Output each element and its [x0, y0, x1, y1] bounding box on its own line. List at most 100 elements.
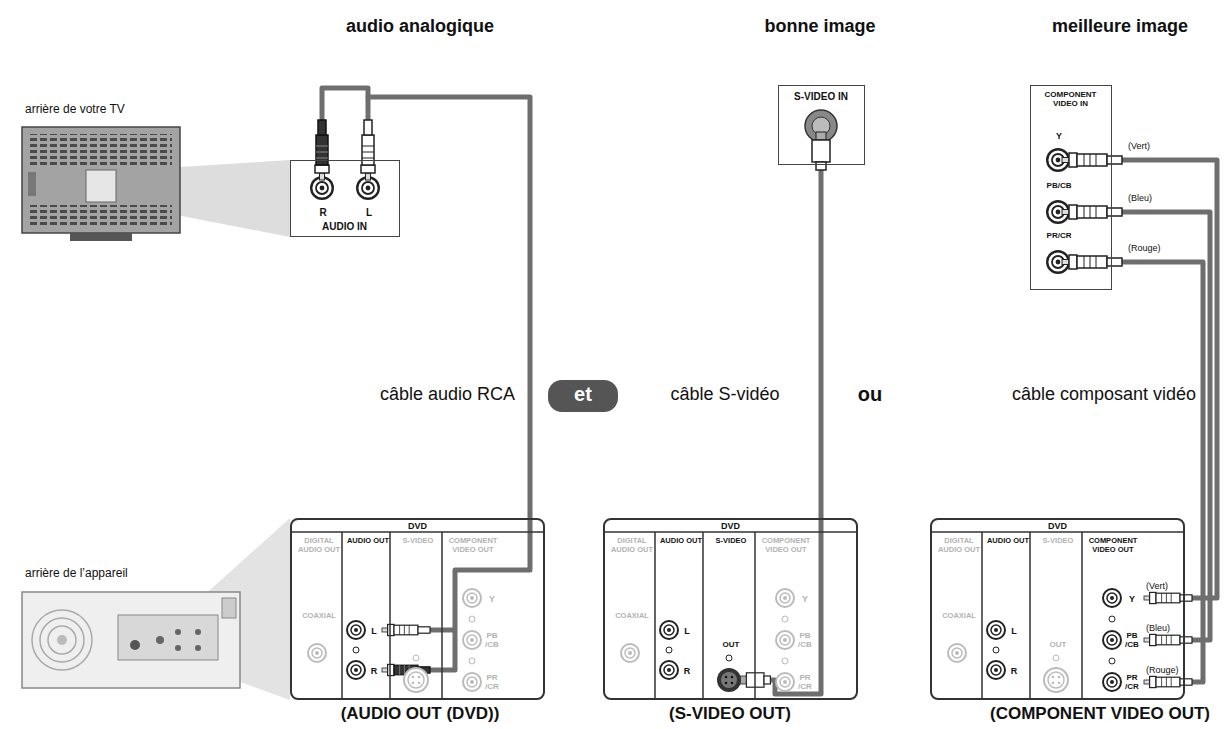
device-back-illustration	[175, 645, 181, 651]
port-label: AUDIO OUT	[657, 537, 705, 546]
port-label: AUDIO OUT	[344, 537, 392, 546]
dvd-panel-2-parts	[603, 532, 858, 700]
component-plugs	[1062, 153, 1192, 688]
conjunction-word: ou	[845, 382, 895, 406]
dvd-output-panel: DVDDIGITAL AUDIO OUTAUDIO OUTS-VIDEOCOMP…	[290, 518, 545, 700]
wire-colour: (Vert)	[1128, 141, 1178, 152]
av-cable	[819, 165, 824, 518]
dvd-panel-1-parts	[469, 616, 475, 622]
output-name: (AUDIO OUT (DVD))	[290, 704, 550, 724]
port-label: R	[313, 207, 333, 219]
port-label: OUT	[1036, 640, 1080, 649]
port-label: COMPONENT VIDEO OUT	[444, 537, 502, 554]
port-label: COAXIAL	[934, 612, 984, 621]
rca-plugs	[315, 120, 329, 180]
caption-note: arrière de l’appareil	[25, 566, 225, 580]
rca-cable-wire	[322, 88, 368, 120]
port-label: DVD	[605, 521, 856, 531]
wire-colour: (Bleu)	[1128, 193, 1178, 204]
port-label: DIGITAL AUDIO OUT	[294, 537, 344, 554]
port-label: OUT	[709, 640, 753, 649]
section-heading: audio analogique	[270, 16, 570, 38]
port-label: Y	[1049, 131, 1069, 141]
port-label: L	[681, 626, 693, 636]
dvd-panel-1-parts	[353, 647, 359, 653]
dvd-panel-1-parts	[463, 631, 481, 649]
component-plugs	[1062, 205, 1122, 219]
wire-colour: (Bleu)	[1146, 623, 1196, 634]
device-back-illustration	[222, 598, 236, 618]
dvd-panel-1-parts	[290, 532, 545, 700]
tv-back-illustration	[22, 127, 180, 233]
cable-name: câble S-vidéo	[640, 384, 810, 406]
component-in-panel: COMPONENT VIDEO IN Y PB/CB PR/CR	[1030, 85, 1112, 290]
device-back-illustration	[195, 645, 201, 651]
connector-word-badge: et	[548, 380, 618, 412]
port-label: L	[1008, 626, 1020, 636]
wire-colour: (Rouge)	[1128, 243, 1178, 254]
port-label: PR/CR	[1039, 231, 1079, 240]
dvd-panel-3-parts	[993, 647, 999, 653]
dvd-panel-2-parts	[621, 644, 639, 662]
caption-note: arrière de votre TV	[25, 102, 225, 116]
rca-plugs	[382, 624, 430, 635]
port-label: DVD	[292, 521, 543, 531]
port-label: PB /CB	[1122, 631, 1142, 649]
dvd-panel-1-parts	[347, 661, 365, 679]
port-label: R	[368, 666, 380, 676]
tv-back-illustration	[22, 127, 180, 241]
dvd-panel-1-parts	[413, 655, 419, 661]
dvd-panel-3-parts	[1109, 616, 1115, 622]
port-label: L	[368, 626, 380, 636]
port-label: COMPONENT VIDEO OUT	[757, 537, 815, 554]
port-label: COMPONENT VIDEO OUT	[1084, 537, 1142, 554]
dvd-panel-3-parts	[1103, 631, 1121, 649]
cable-name: câble audio RCA	[300, 384, 515, 406]
dvd-panel-2-parts	[776, 631, 794, 649]
port-label: PR /CR	[482, 673, 502, 691]
dvd-panel-2-parts	[717, 668, 741, 692]
port-label: DVD	[932, 521, 1183, 531]
device-back-illustration	[22, 592, 240, 688]
port-label: DIGITAL AUDIO OUT	[607, 537, 657, 554]
port-label: COAXIAL	[607, 612, 657, 621]
rca-cable-wire	[322, 88, 530, 670]
dvd-panel-3-parts	[1109, 658, 1115, 664]
component-plugs	[1062, 153, 1122, 167]
port-label: L	[359, 207, 379, 219]
tv-back-illustration	[86, 170, 116, 202]
tv-back-illustration	[30, 205, 172, 225]
audio-in-panel: RLAUDIO IN	[290, 160, 400, 237]
dvd-panel-2-parts	[726, 655, 732, 661]
device-back-illustration	[40, 618, 84, 662]
dvd-panel-1-parts	[347, 621, 365, 639]
tv-back-illustration	[30, 134, 172, 168]
device-back-illustration	[130, 640, 140, 650]
port-label: S-VIDEO	[705, 537, 757, 546]
port-label: PB/CB	[1039, 181, 1079, 190]
port-label: Y	[795, 594, 815, 604]
tv-back-illustration	[70, 233, 132, 241]
dvd-panel-3-parts	[1044, 668, 1068, 692]
port-label: COMPONENT VIDEO IN	[1031, 90, 1110, 108]
device-back-illustration	[156, 636, 164, 644]
conjunction-word: et	[548, 383, 618, 406]
dvd-panel-3-parts	[987, 621, 1005, 639]
port-label: COAXIAL	[294, 612, 344, 621]
av-cable	[1112, 262, 1203, 682]
dvd-panel-1-parts	[463, 589, 481, 607]
output-name: (COMPONENT VIDEO OUT)	[980, 704, 1220, 724]
tv-back-illustration	[28, 172, 36, 196]
section-heading: bonne image	[670, 16, 970, 38]
port-label: R	[681, 666, 693, 676]
output-name: (S-VIDEO OUT)	[610, 704, 850, 724]
device-back-illustration	[22, 592, 240, 688]
dvd-panel-2-parts	[782, 616, 788, 622]
dvd-panel-3-parts	[1103, 673, 1121, 691]
svideo-in-panel: S-VIDEO IN	[778, 85, 865, 165]
section-heading: meilleure image	[1020, 16, 1220, 38]
port-label: Y	[1122, 594, 1142, 604]
dvd-panel-3-parts	[948, 644, 966, 662]
dvd-output-panel: DVD DIGITAL AUDIO OUTAUDIO OUTS-VIDEOCOMP…	[603, 518, 858, 700]
device-back-illustration	[57, 635, 67, 645]
